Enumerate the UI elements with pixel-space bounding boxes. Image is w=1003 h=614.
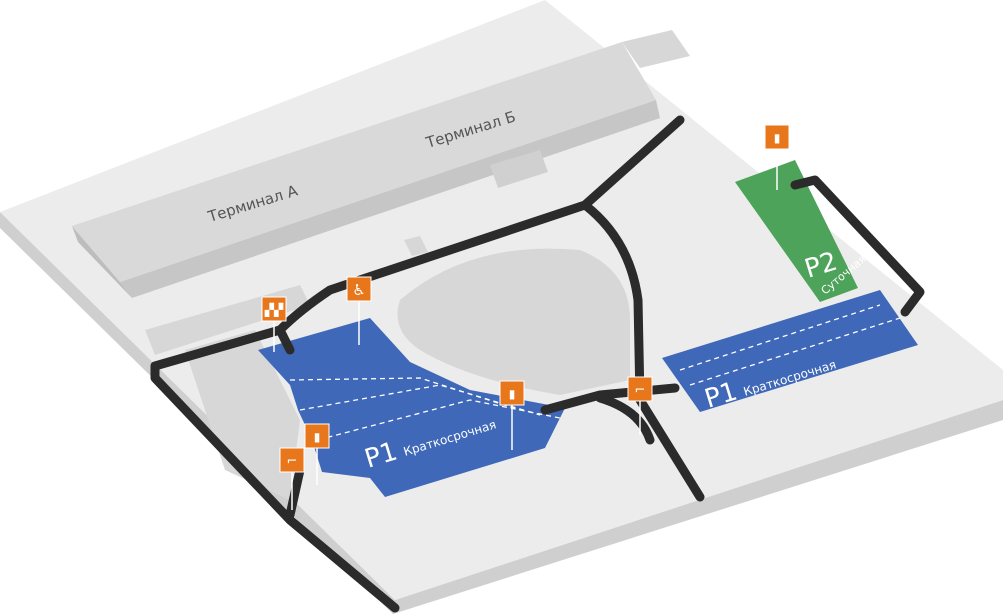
sign-payment-left[interactable]: ▮ [304, 423, 330, 485]
wheelchair-icon: ♿ [352, 281, 365, 299]
payment-icon: ▮ [509, 387, 516, 401]
terminal-front [120, 100, 660, 298]
central-lot [397, 248, 630, 395]
terminal-b-entrance [490, 150, 548, 188]
taxi-icon: ▞▞ [264, 302, 284, 317]
ground-plate-side [0, 212, 1003, 614]
sign-exit-center[interactable]: ⌐ [627, 376, 653, 435]
roads [150, 115, 925, 613]
exit-icon: ⌐ [635, 383, 646, 398]
parking-p2[interactable] [735, 160, 858, 302]
sign-payment-center[interactable]: ▮ [499, 380, 525, 450]
sign-taxi[interactable]: ▞▞ [261, 296, 287, 352]
small-box [622, 30, 690, 68]
terminal-roof [72, 42, 656, 282]
small-box-2 [404, 236, 428, 256]
sign-payment-p2[interactable]: ▮ [764, 124, 790, 190]
terminal-side [72, 226, 132, 298]
sign-disabled[interactable]: ♿ [346, 276, 372, 345]
parking-p1-left[interactable] [258, 318, 565, 497]
payment-icon: ▮ [314, 430, 321, 444]
gray-lot-left [185, 330, 300, 500]
exit-icon: ⌐ [287, 454, 298, 469]
parking-p1-right[interactable] [662, 290, 918, 412]
payment-icon: ▮ [774, 131, 781, 145]
sign-exit-left[interactable]: ⌐ [279, 447, 305, 510]
